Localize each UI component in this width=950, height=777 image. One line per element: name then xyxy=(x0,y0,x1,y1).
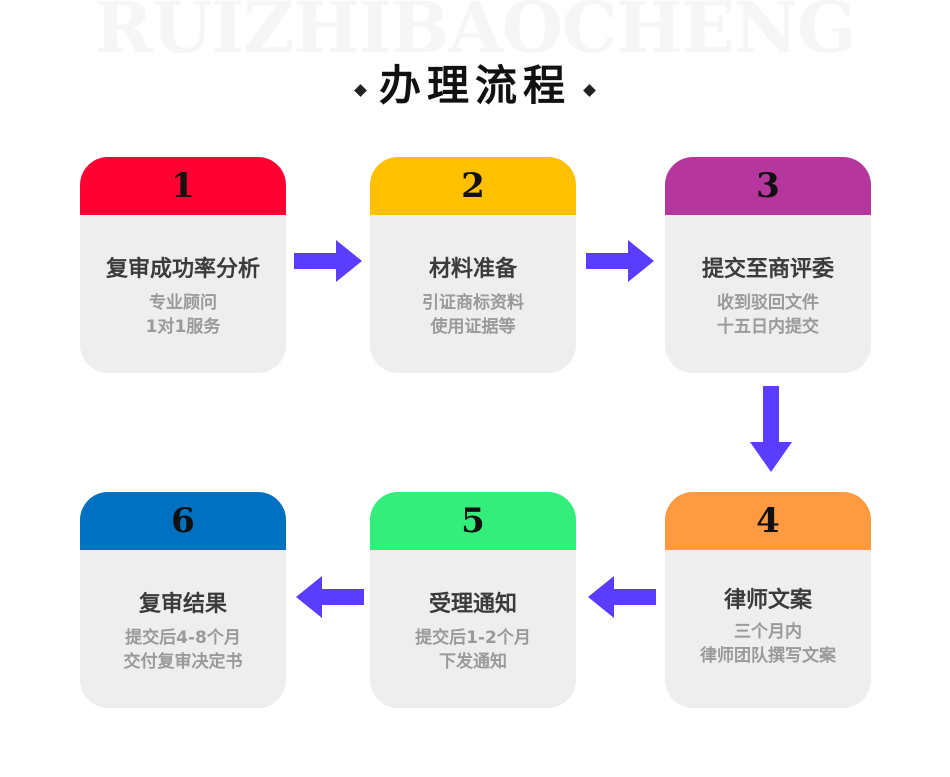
header: 办理流程 xyxy=(0,52,950,112)
step-description-line: 收到驳回文件 xyxy=(717,293,819,313)
step-description-line: 专业顾问 xyxy=(149,293,217,313)
step-title: 复审结果 xyxy=(138,592,227,617)
step-header-1: 1 xyxy=(80,157,286,215)
right-diamond-icon xyxy=(583,83,596,97)
step-description-line: 1对1服务 xyxy=(145,317,221,337)
step-header-5: 5 xyxy=(370,492,576,550)
step-number: 3 xyxy=(756,166,780,206)
step-description-line: 律师团队撰写文案 xyxy=(700,646,836,666)
step-description-line: 引证商标资料 xyxy=(422,293,524,313)
step-description-line: 使用证据等 xyxy=(430,317,516,337)
step-number: 6 xyxy=(171,501,195,541)
step-header-2: 2 xyxy=(370,157,576,215)
step-description-line: 交付复审决定书 xyxy=(123,652,243,672)
left-diamond-icon xyxy=(354,83,367,97)
step-number: 2 xyxy=(461,166,485,206)
step-description-line: 提交后1-2个月 xyxy=(415,628,531,648)
step-title: 材料准备 xyxy=(428,257,517,282)
step-description: 提交后1-2个月 下发通知 xyxy=(370,626,576,674)
step-card-5: 5 受理通知 提交后1-2个月 下发通知 xyxy=(370,492,576,708)
arrow-left-icon xyxy=(588,576,656,618)
step-header-6: 6 xyxy=(80,492,286,550)
step-description-line: 下发通知 xyxy=(439,652,507,672)
arrow-down-icon xyxy=(750,386,792,472)
step-description-line: 十五日内提交 xyxy=(717,317,819,337)
step-title: 律师文案 xyxy=(723,588,812,613)
arrow-right-icon xyxy=(294,240,362,282)
step-number: 5 xyxy=(461,501,485,541)
step-card-4: 4 律师文案 三个月内 律师团队撰写文案 xyxy=(665,492,871,708)
arrow-left-icon xyxy=(296,576,364,618)
step-card-2: 2 材料准备 引证商标资料 使用证据等 xyxy=(370,157,576,373)
step-number: 1 xyxy=(171,166,195,206)
step-description-line: 提交后4-8个月 xyxy=(125,628,241,648)
step-header-3: 3 xyxy=(665,157,871,215)
step-card-3: 3 提交至商评委 收到驳回文件 十五日内提交 xyxy=(665,157,871,373)
step-title: 受理通知 xyxy=(428,592,517,617)
step-description: 三个月内 律师团队撰写文案 xyxy=(665,620,871,668)
step-description: 提交后4-8个月 交付复审决定书 xyxy=(80,626,286,674)
step-description: 收到驳回文件 十五日内提交 xyxy=(665,291,871,339)
page-title: 办理流程 xyxy=(378,60,571,110)
step-title: 提交至商评委 xyxy=(701,257,834,282)
step-card-6: 6 复审结果 提交后4-8个月 交付复审决定书 xyxy=(80,492,286,708)
arrow-right-icon xyxy=(586,240,654,282)
step-description: 引证商标资料 使用证据等 xyxy=(370,291,576,339)
step-card-1: 1 复审成功率分析 专业顾问 1对1服务 xyxy=(80,157,286,373)
background-watermark: RUIZHIBAOCHENG xyxy=(94,0,856,69)
step-description-line: 三个月内 xyxy=(734,622,802,642)
step-description: 专业顾问 1对1服务 xyxy=(80,291,286,339)
step-number: 4 xyxy=(756,501,780,541)
step-title: 复审成功率分析 xyxy=(105,257,260,282)
step-header-4: 4 xyxy=(665,492,871,550)
